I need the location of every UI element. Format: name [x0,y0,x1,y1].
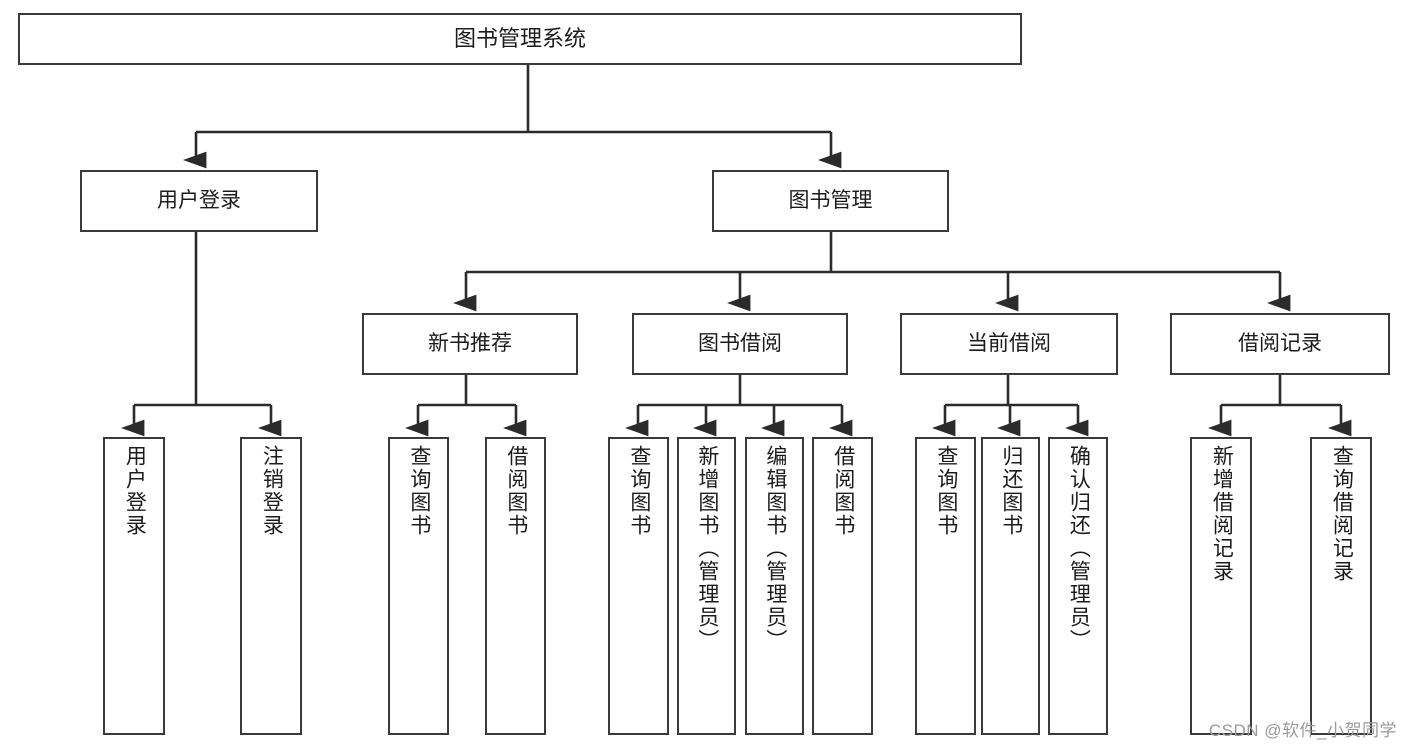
node-leaf-query-book-2-label: 查询图书 [627,445,651,537]
node-leaf-confirm-return[interactable]: 确认归还（管理员） [1048,437,1108,735]
node-root-label: 图书管理系统 [453,26,586,52]
node-leaf-user-login-label: 用户登录 [123,445,147,537]
node-leaf-edit-book[interactable]: 编辑图书（管理员） [745,437,804,735]
node-leaf-confirm-return-label: 确认归还（管理员） [1067,445,1091,652]
node-leaf-query-book-1-label: 查询图书 [407,445,431,537]
node-user-login-label: 用户登录 [157,188,241,212]
node-borrow-records-label: 借阅记录 [1238,331,1322,355]
node-root[interactable]: 图书管理系统 [18,13,1022,65]
node-new-book-recommend[interactable]: 新书推荐 [362,313,578,375]
node-leaf-query-book-3[interactable]: 查询图书 [915,437,976,735]
node-leaf-borrow-book-1-label: 借阅图书 [504,445,528,537]
node-leaf-add-record-label: 新增借阅记录 [1210,445,1234,583]
node-leaf-query-book-3-label: 查询图书 [934,445,958,537]
node-book-management[interactable]: 图书管理 [712,170,949,232]
node-leaf-query-book-1[interactable]: 查询图书 [388,437,449,735]
node-leaf-borrow-book-2[interactable]: 借阅图书 [812,437,873,735]
node-leaf-edit-book-label: 编辑图书（管理员） [763,445,787,652]
node-leaf-user-logout[interactable]: 注销登录 [240,437,302,735]
node-new-book-recommend-label: 新书推荐 [428,331,512,355]
node-book-management-label: 图书管理 [788,188,873,212]
node-current-borrow-label: 当前借阅 [967,331,1051,355]
node-leaf-query-record[interactable]: 查询借阅记录 [1310,437,1372,735]
node-leaf-return-book[interactable]: 归还图书 [981,437,1040,735]
node-leaf-borrow-book-2-label: 借阅图书 [831,445,855,537]
node-user-login[interactable]: 用户登录 [80,170,318,232]
node-leaf-query-book-2[interactable]: 查询图书 [608,437,669,735]
watermark: CSDN @软件_小贺同学 [1208,721,1397,740]
node-leaf-add-record[interactable]: 新增借阅记录 [1190,437,1252,735]
node-borrow-records[interactable]: 借阅记录 [1170,313,1390,375]
node-leaf-return-book-label: 归还图书 [999,445,1023,537]
node-leaf-borrow-book-1[interactable]: 借阅图书 [485,437,546,735]
node-current-borrow[interactable]: 当前借阅 [900,313,1118,375]
node-leaf-add-book-label: 新增图书（管理员） [695,445,719,652]
node-leaf-add-book[interactable]: 新增图书（管理员） [677,437,736,735]
node-leaf-user-logout-label: 注销登录 [260,445,284,537]
node-leaf-user-login[interactable]: 用户登录 [103,437,165,735]
node-book-borrow[interactable]: 图书借阅 [632,313,848,375]
node-book-borrow-label: 图书借阅 [698,331,782,355]
node-leaf-query-record-label: 查询借阅记录 [1330,445,1354,583]
